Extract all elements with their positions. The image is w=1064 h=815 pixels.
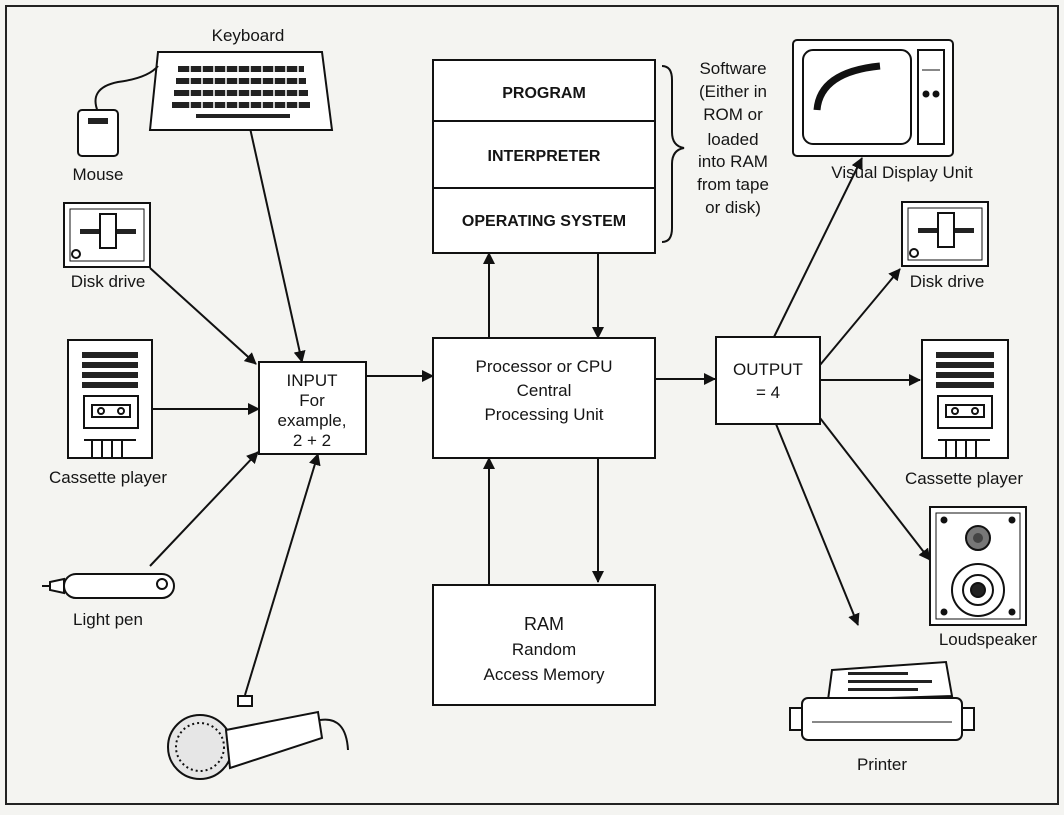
- output-box: OUTPUT = 4: [715, 336, 821, 425]
- visual-display-unit-label: Visual Display Unit: [831, 163, 973, 182]
- software-stack-box: [432, 59, 656, 254]
- svg-text:OUTPUT: OUTPUT: [733, 360, 803, 379]
- keyboard-label: Keyboard: [212, 26, 285, 45]
- input-cassette-player-label: Cassette player: [49, 468, 167, 487]
- software-note: Software (Either in ROM or loaded into R…: [697, 59, 769, 217]
- svg-text:example,: example,: [278, 411, 347, 430]
- svg-text:from tape: from tape: [697, 175, 769, 194]
- svg-text:Software: Software: [699, 59, 766, 78]
- svg-text:or disk): or disk): [705, 198, 761, 217]
- arrow-lightpen-to-input: [149, 451, 259, 567]
- input-box: INPUT For example, 2 + 2: [258, 361, 367, 455]
- arrow-disk-to-input: [149, 267, 257, 365]
- svg-text:Access Memory: Access Memory: [484, 665, 605, 684]
- interpreter-layer: INTERPRETER: [488, 148, 601, 165]
- printer-icon: [789, 660, 975, 741]
- software-brace: [661, 65, 685, 243]
- operating-system-layer: OPERATING SYSTEM: [462, 213, 626, 230]
- printer-label: Printer: [857, 755, 907, 774]
- input-cassette-player-icon: [67, 339, 153, 459]
- svg-text:into RAM: into RAM: [698, 152, 768, 171]
- svg-text:2 + 2: 2 + 2: [293, 431, 331, 450]
- cpu-box: Processor or CPU Central Processing Unit: [432, 337, 656, 459]
- arrow-output-to-printer: [775, 423, 860, 626]
- ram-box: RAM Random Access Memory: [432, 584, 656, 706]
- output-disk-drive-label: Disk drive: [910, 272, 985, 291]
- svg-text:loaded: loaded: [707, 130, 758, 149]
- software-stack: PROGRAM INTERPRETER OPERATING SYSTEM: [432, 59, 656, 254]
- output-cassette-player-icon: [921, 339, 1009, 459]
- mouse-label: Mouse: [72, 165, 123, 184]
- svg-text:RAM: RAM: [524, 614, 564, 634]
- connection-arrows: [149, 91, 931, 696]
- loudspeaker-label: Loudspeaker: [939, 630, 1038, 649]
- keyboard-icon: [148, 51, 334, 131]
- svg-text:Processor or CPU: Processor or CPU: [476, 357, 613, 376]
- light-pen-label: Light pen: [73, 610, 143, 629]
- loudspeaker-icon: [929, 506, 1027, 626]
- disk-drive-icon: [63, 202, 151, 268]
- arrow-keyboard-to-input: [241, 91, 306, 363]
- arrow-output-to-disk: [819, 268, 901, 366]
- mouse-icon: [77, 65, 159, 157]
- input-disk-drive-label: Disk drive: [71, 272, 146, 291]
- arrow-output-to-loudspeaker: [819, 417, 931, 561]
- output-cassette-player-label: Cassette player: [905, 469, 1023, 488]
- svg-text:For: For: [299, 391, 325, 410]
- svg-text:Central: Central: [517, 381, 572, 400]
- svg-text:= 4: = 4: [756, 383, 780, 402]
- arrow-output-to-vdu: [773, 157, 863, 338]
- output-disk-drive-icon: [901, 201, 989, 267]
- svg-text:Random: Random: [512, 640, 576, 659]
- microphone-icon: [167, 695, 349, 780]
- program-layer: PROGRAM: [502, 85, 586, 102]
- svg-text:ROM or: ROM or: [703, 105, 763, 124]
- svg-text:(Either in: (Either in: [699, 82, 767, 101]
- svg-text:INPUT: INPUT: [287, 371, 338, 390]
- arrow-microphone-to-input: [244, 453, 321, 696]
- light-pen-icon: [42, 573, 175, 599]
- diagram-frame: [5, 5, 1059, 805]
- visual-display-unit-icon: [792, 39, 954, 157]
- svg-text:Processing Unit: Processing Unit: [484, 405, 603, 424]
